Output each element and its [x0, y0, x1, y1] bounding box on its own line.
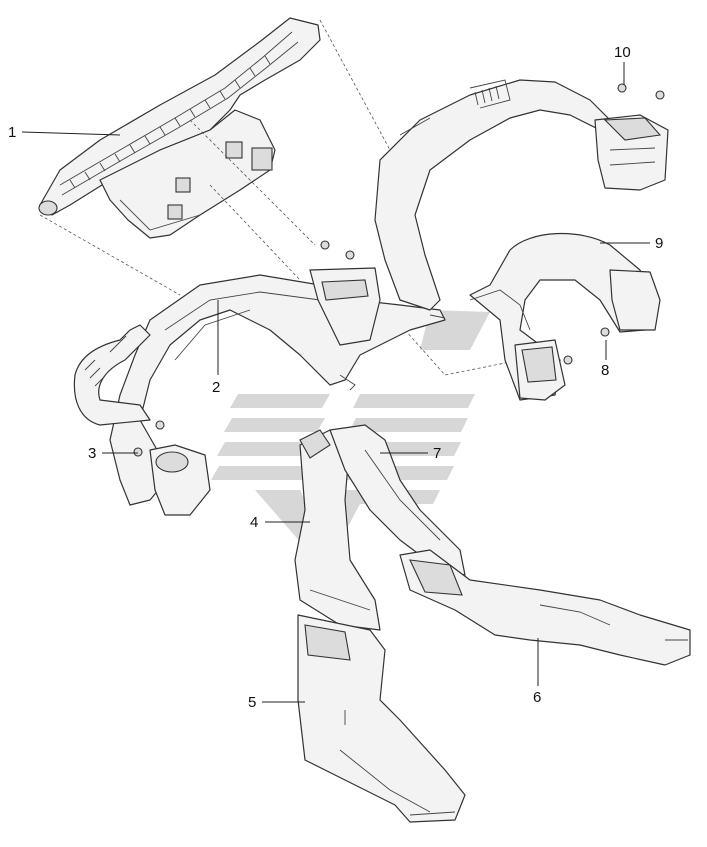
- callout-1: 1: [8, 124, 16, 141]
- callout-6: 6: [533, 689, 541, 706]
- part-7-rear-duct: [329, 424, 466, 576]
- part-1-defroster-nozzle: [38, 17, 321, 239]
- part-6-floor-duct: [399, 549, 691, 666]
- callout-9: 9: [655, 235, 663, 252]
- callout-5: 5: [248, 694, 256, 711]
- part-4-rear-duct: [294, 429, 381, 631]
- callout-4: 4: [250, 514, 258, 531]
- callouts: 1 2 3 4 5 6 7 8 9 10: [8, 44, 663, 711]
- part-9-right-duct: [469, 232, 661, 401]
- part-2-center-duct: [73, 267, 446, 516]
- fastener-bolts: [133, 83, 665, 457]
- callout-3: 3: [88, 445, 96, 462]
- callout-10: 10: [614, 44, 631, 61]
- callout-2: 2: [212, 379, 220, 396]
- callout-8: 8: [601, 362, 609, 379]
- callout-7: 7: [433, 445, 441, 462]
- part-right-upper-duct: [374, 79, 669, 311]
- assembly-guide-lines: [39, 19, 521, 376]
- part-5-floor-duct: [297, 614, 466, 823]
- leader-1: [21, 131, 121, 136]
